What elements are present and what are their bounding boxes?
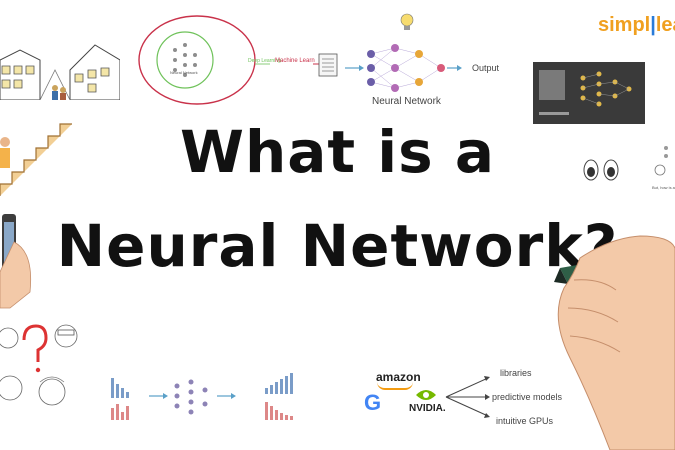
title-line-1: What is a — [179, 118, 496, 186]
phone-hand-illustration — [0, 214, 32, 309]
use-item-2: predictive models — [492, 392, 563, 402]
use-item-1: libraries — [500, 368, 532, 378]
dark-network-panel — [533, 62, 645, 124]
eyes-illustration — [583, 159, 619, 181]
logo-text-b: lea — [655, 14, 675, 36]
amazon-smile-icon — [377, 382, 413, 390]
output-label: Output — [472, 63, 500, 73]
use-item-3: intuitive GPUs — [496, 416, 554, 426]
hand-marker-illustration — [554, 235, 675, 450]
nvidia-logo: NVIDIA. — [409, 403, 446, 414]
machine-learning-label: Machine Learn — [275, 58, 315, 64]
neural-network-label: Neural Network — [372, 96, 441, 107]
faces-question-illustration — [0, 324, 78, 406]
google-logo: G — [364, 390, 382, 415]
logo-pipe: | — [650, 14, 656, 36]
stairs-illustration — [0, 123, 72, 196]
branch-arrows — [445, 376, 490, 418]
nvidia-eye-icon — [416, 390, 436, 400]
amazon-logo: amazon — [376, 370, 421, 384]
right-caption: But, how is a ... when lang... — [652, 185, 675, 190]
deep-learning-label: Deep Learning — [248, 58, 281, 64]
logo-text-a: simpl — [598, 14, 651, 36]
street-houses-illustration — [0, 44, 120, 100]
charts-network-illustration — [111, 373, 293, 420]
title-line-2: Neural Network? — [56, 212, 619, 280]
circle-label: Neural Network — [170, 70, 198, 75]
simplilearn-logo: simpl|lea — [598, 14, 675, 37]
ml-flow-diagram — [138, 13, 462, 105]
right-mini-diagram — [654, 146, 668, 176]
